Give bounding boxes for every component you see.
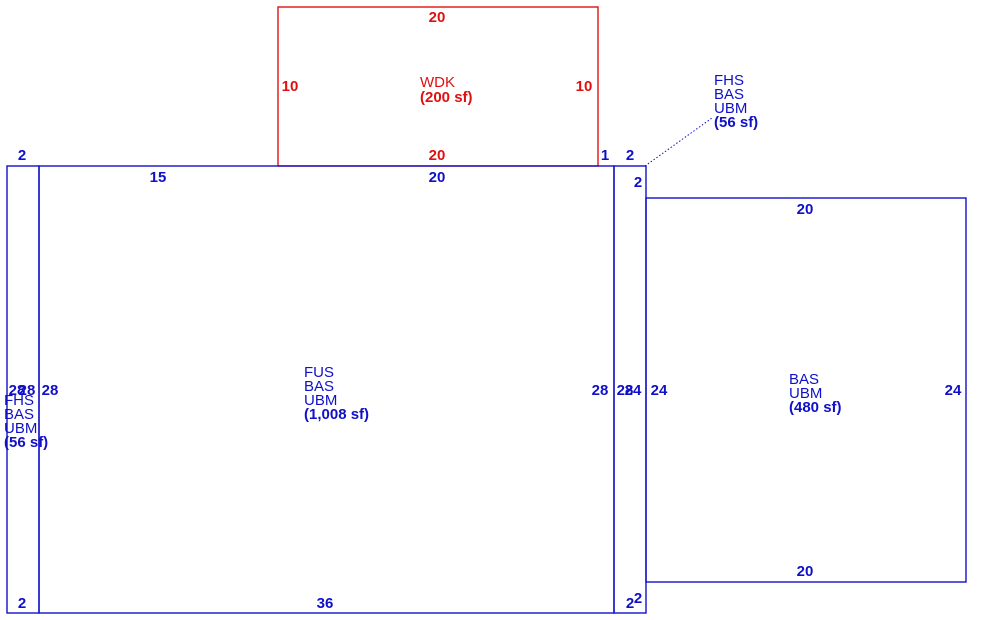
bas-right-outline: [645, 197, 967, 583]
fus-dim-top-left: 15: [150, 169, 167, 186]
fus-dim-left: 28: [42, 382, 59, 399]
fhs-right-dim-top-inner: 2: [634, 174, 642, 191]
fhs-right-code-2: BAS: [714, 86, 744, 103]
bas-dim-right: 24: [945, 382, 962, 399]
wdk-dim-right: 10: [576, 78, 593, 95]
fus-dim-top-right: 20: [429, 169, 446, 186]
wdk-dim-bottom-right: 1: [601, 147, 609, 164]
fus-area-label: (1,008 sf): [304, 406, 369, 423]
fus-code-1: FUS: [304, 364, 334, 381]
wdk-area: 20 10 10 20 WDK (200 sf): [277, 6, 599, 167]
fhs-right-dim-left: 28: [617, 382, 634, 399]
fhs-right-dim-right: 24: [625, 382, 642, 399]
fus-code-3: UBM: [304, 392, 337, 409]
fhs-left-dim-right: 28: [19, 382, 36, 399]
fhs-right-code-1: FHS: [714, 72, 744, 89]
bas-dim-left: 24: [651, 382, 668, 399]
fhs-left-dim-top: 2: [18, 147, 26, 164]
bas-code-1: BAS: [789, 371, 819, 388]
fhs-right-code-3: UBM: [714, 100, 747, 117]
wdk-dim-bottom: 20: [429, 147, 446, 164]
leader-line: [644, 117, 713, 167]
bas-area-label: (480 sf): [789, 399, 842, 416]
fhs-left-code-1: FHS: [4, 392, 34, 409]
fhs-left-code-3: UBM: [4, 420, 37, 437]
bas-dim-top: 20: [797, 201, 814, 218]
fhs-left-area-label: (56 sf): [4, 434, 48, 451]
fus-code-2: BAS: [304, 378, 334, 395]
fhs-left-code-2: BAS: [4, 406, 34, 423]
wdk-code-label: WDK: [420, 74, 455, 91]
fhs-left-dim-bottom: 2: [18, 595, 26, 612]
fus-dim-right: 28: [592, 382, 609, 399]
fus-dim-bottom: 36: [317, 595, 334, 612]
fhs-right-dim-top-outer: 2: [626, 147, 634, 164]
fhs-left-dim-left: 28: [9, 382, 26, 399]
fhs-right-dim-bottom-outer: 2: [626, 595, 634, 612]
fhs-right-dim-bottom-inner: 2: [634, 590, 642, 607]
fhs-right-area-label: (56 sf): [714, 114, 758, 131]
living-area: 2 2 28 28 FHS BAS UBM (56 sf) 15 20 36 2…: [4, 72, 967, 614]
wdk-dim-left: 10: [282, 78, 299, 95]
bas-code-2: UBM: [789, 385, 822, 402]
bas-dim-bottom: 20: [797, 563, 814, 580]
wdk-area-label: (200 sf): [420, 89, 473, 106]
wdk-dim-top: 20: [429, 9, 446, 26]
